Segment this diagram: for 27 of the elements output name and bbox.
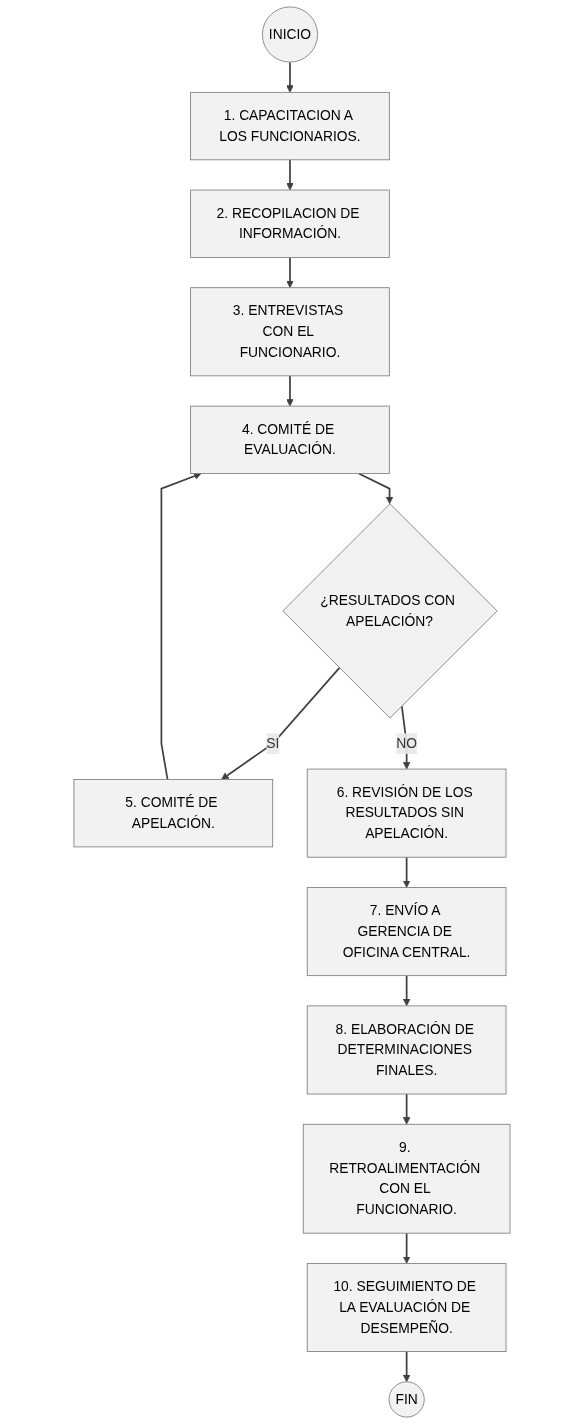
arrow <box>402 1093 411 1125</box>
arrow <box>286 61 294 93</box>
node-circle: INICIO <box>261 6 319 63</box>
node-box: 8. ELABORACIÓN DE DETERMINACIONES FINALES. <box>306 1005 507 1095</box>
arrow <box>402 856 411 888</box>
node-box: 1. CAPACITACION A LOS FUNCIONARIOS. <box>190 91 390 161</box>
arrow <box>402 974 411 1007</box>
edge-label: NO <box>396 735 418 751</box>
node-circle: FIN <box>388 1381 425 1418</box>
node-box: 3. ENTREVISTAS CON EL FUNCIONARIO. <box>190 287 390 377</box>
node-box: 2. RECOPILACION DE INFORMACIÓN. <box>190 189 390 258</box>
node-diamond: ¿RESULTADOS CON APELACIÓN? <box>282 503 498 719</box>
node-box: 4. COMITÉ DE EVALUACIÓN. <box>190 405 390 474</box>
arrow <box>286 256 294 289</box>
arrow <box>402 1232 411 1264</box>
arrow <box>357 472 394 505</box>
arrow <box>160 472 202 781</box>
node-box: 10. SEGUIMIENTO DE LA EVALUACIÓN DE DESEMPEÑO. <box>306 1263 507 1352</box>
edge-label: SI <box>266 735 280 751</box>
node-box: 9. RETROALIMENTACIÓN CON EL FUNCIONARIO. <box>302 1123 511 1234</box>
node-box: 7. ENVÍO A GERENCIA DE OFICINA CENTRAL. <box>306 887 507 977</box>
arrow <box>286 158 294 191</box>
node-box: 5. COMITÉ DE APELACIÓN. <box>73 779 274 848</box>
arrow <box>402 1350 411 1383</box>
arrow <box>221 667 341 780</box>
arrow <box>286 375 294 407</box>
node-box: 6. REVISIÓN DE LOS RESULTADOS SIN APELACIÓN. <box>306 768 507 858</box>
